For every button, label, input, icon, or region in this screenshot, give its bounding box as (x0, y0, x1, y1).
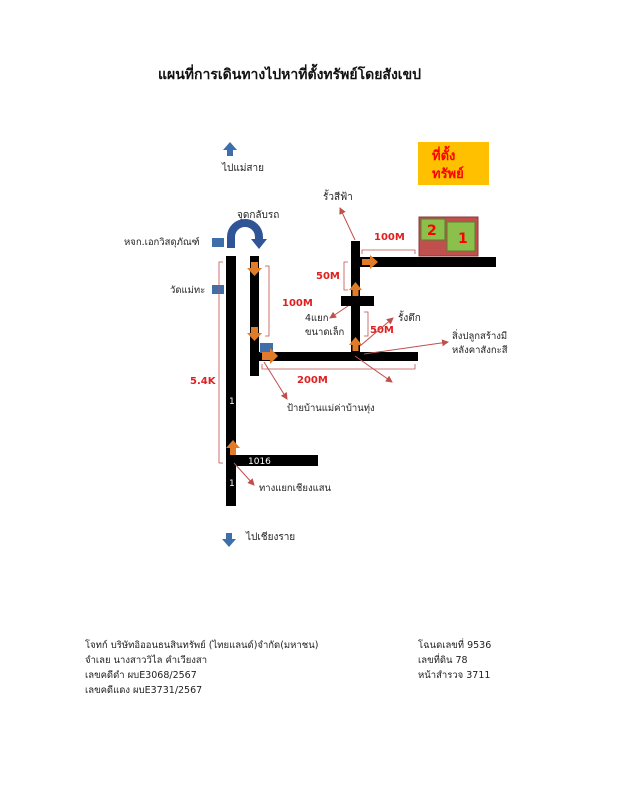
down-arrow-icon (247, 262, 262, 276)
property-plot-2 (420, 218, 446, 241)
distance-200m: 200M (297, 375, 328, 386)
u-turn-arrow-icon (227, 219, 263, 248)
black-case-number-line: เลขคดีดำ ผบE3068/2567 (85, 670, 197, 681)
distance-brackets (218, 249, 416, 464)
red-case-number-line: เลขคดีแดง ผบE3731/2567 (85, 685, 203, 696)
deed-info-right: โฉนดเลขที่ 9536 เลขที่ดิน 78 หน้าสำรวจ 3… (418, 638, 491, 683)
land-number-line: เลขที่ดิน 78 (418, 655, 468, 666)
temple-marker-icon (212, 285, 224, 294)
property-box-line2: ทรัพย์ (432, 166, 464, 182)
north-direction-label: ไปแม่สาย (221, 162, 264, 174)
right-arrow-icon (362, 255, 378, 269)
return-road (250, 256, 259, 376)
shop-marker-icon (212, 238, 224, 247)
route-arrows (226, 255, 378, 455)
property-road (360, 257, 496, 267)
south-arrow-icon (222, 533, 236, 547)
junction-label: ทางแยกเชียงแสน (259, 482, 331, 494)
property-location-box (418, 142, 489, 185)
right-arrow-icon (262, 348, 278, 364)
distance-50m-lower: 50M (370, 325, 394, 336)
leader-lines (233, 207, 449, 486)
route-1016-label: 1016 (248, 457, 271, 467)
title-deed-number-line: โฉนดเลขที่ 9536 (418, 640, 492, 651)
property-plot-1 (446, 221, 476, 252)
case-info-left: โจทก์ บริษัทอิออนธนสินทรัพย์ (ไทยแลนด์)จ… (85, 638, 318, 698)
survey-page-line: หน้าสำรวจ 3711 (418, 670, 491, 681)
small-intersection-crossbar (341, 296, 374, 306)
up-arrow-icon (226, 440, 240, 455)
temple-label: วัดแม่ทะ (170, 285, 205, 296)
u-turn-label: จุดกลับรถ (237, 210, 279, 221)
sign-marker-icon (260, 343, 273, 353)
plot-1-number: 1 (458, 231, 468, 247)
structure-label-line2: หลังคาสังกะสี (452, 344, 508, 356)
route-1-label-upper: 1 (229, 397, 235, 407)
property-box-line1: ที่ตั้ง (432, 145, 455, 164)
distance-50m-upper: 50M (316, 271, 340, 282)
route-1016-road (232, 455, 318, 466)
north-arrow-icon (223, 142, 237, 156)
distance-100m-top: 100M (374, 232, 405, 243)
distance-100m-vertical: 100M (282, 298, 313, 309)
down-arrow-icon (247, 327, 262, 341)
sign-label: ป้ายบ้านแม่ค่าบ้านทุ่ง (287, 403, 375, 414)
map-title: แผนที่การเดินทางไปหาที่ตั้งทรัพย์โดยสังเ… (158, 67, 422, 83)
up-arrow-icon (349, 337, 362, 351)
soi-road-200m (259, 352, 418, 361)
route-1-label-lower: 1 (229, 479, 235, 489)
concrete-fence-label: รั้งตึก (398, 310, 421, 324)
distance-5-4k: 5.4K (190, 376, 217, 387)
up-arrow-icon (349, 282, 362, 296)
blue-fence-label: รั้วสีฟ้า (323, 189, 353, 203)
structure-label-line1: สิ่งปลูกสร้างมี (452, 329, 507, 342)
plaintiff-line: โจทก์ บริษัทอิออนธนสินทรัพย์ (ไทยแลนด์)จ… (85, 640, 319, 651)
small-intersection-label-line1: 4แยก (305, 313, 329, 324)
plot-2-number: 2 (427, 223, 437, 239)
main-highway-road (226, 256, 236, 506)
small-intersection-label-line2: ขนาดเล็ก (305, 325, 345, 338)
roads (226, 241, 496, 506)
defendant-line: จำเลย นางสาววิไล คำเวียงสา (85, 655, 208, 666)
shop-label: หจก.เอกวิสดุภัณฑ์ (124, 236, 200, 248)
south-direction-label: ไปเชียงราย (245, 531, 295, 543)
